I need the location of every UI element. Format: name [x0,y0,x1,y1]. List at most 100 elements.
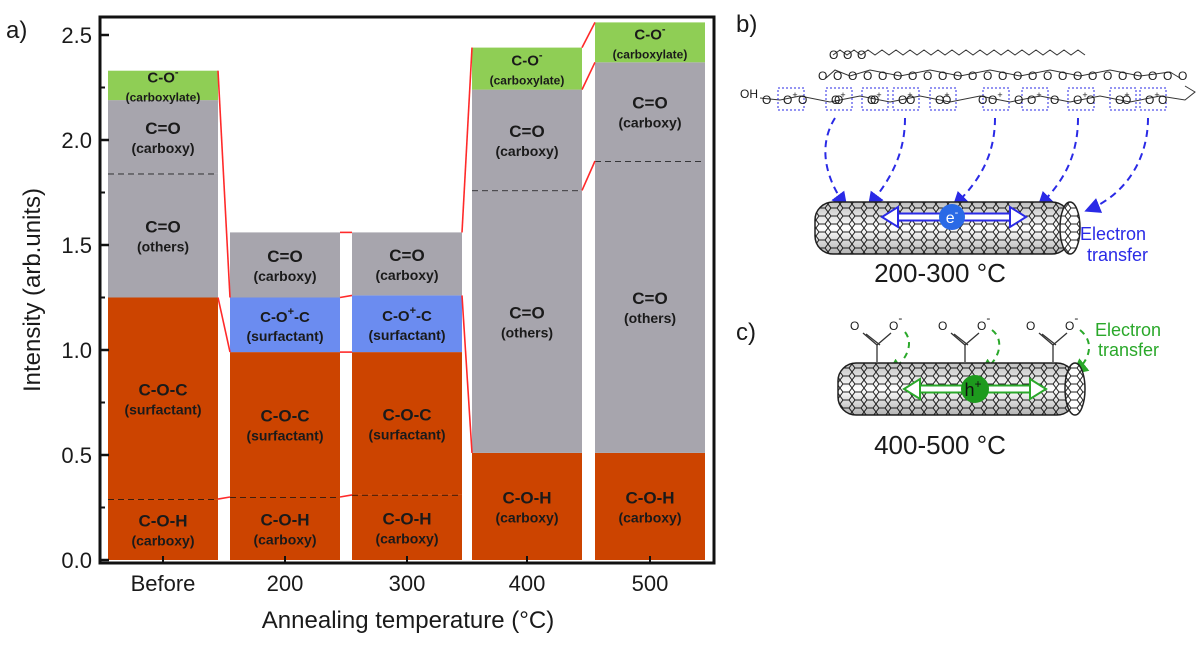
bar-segment [352,295,462,353]
segment-label: C=O [509,304,544,323]
chain-oxygen: O [1073,69,1082,83]
x-tick-label: 200 [267,571,304,596]
chain-oxygen: O [968,69,977,83]
chain-oxygen: O [1058,69,1067,83]
segment-sublabel: (carboxy) [618,509,681,525]
segment-label: C-O-H [260,511,309,530]
chain-oxygen: O [893,69,902,83]
chain-oxygen: O [863,69,872,83]
electron-transfer-label-c2: transfer [1098,340,1159,360]
segment-label: C-O- [147,66,179,86]
dashed-arrow [1084,117,1149,213]
chain-oxygen: O [829,48,838,62]
chain-oxygen: O [942,93,951,107]
y-tick-label: 0.0 [61,548,92,573]
surfactant-bottom-chain [759,85,1196,103]
y-axis-label: Intensity (arb.units) [19,188,46,392]
y-tick-label: 1.5 [61,233,92,258]
segment-label: C=O [389,246,424,265]
oxonium-box [1109,87,1137,111]
chain-oxygen: O [878,69,887,83]
bar-segment [595,452,705,560]
connector-line [461,47,473,233]
bar-segment [108,499,218,560]
dashed-arrow [824,117,848,209]
oxonium-box [1067,87,1095,111]
connector-line [339,294,353,299]
carbonyl-oxygen: O [850,319,859,333]
diagram-c-temperature: 400-500 °C [874,430,1006,460]
segment-label: C-O+-C [260,306,310,326]
oxonium-o: O+ [783,90,798,107]
panel-b-label: b) [736,11,757,38]
bond [950,332,966,346]
segment-sublabel: (carboxy) [253,268,316,284]
y-tick-label: 0.5 [61,443,92,468]
segment-sublabel: (others) [501,325,553,341]
chain-oxygen: O [857,48,866,62]
segment-sublabel: (carboxy) [618,115,681,131]
x-tick-label: Before [131,571,196,596]
dashed-arrow [952,117,996,208]
chain-oxygen: O [848,69,857,83]
bond [964,332,980,346]
bond [1038,332,1054,346]
segment-label: C-O-C [382,406,431,425]
connector-line [581,61,596,90]
connector-lines [217,22,596,500]
x-axis-label: Annealing temperature (°C) [262,607,554,634]
electron-transfer-label-c1: Electron [1095,320,1161,340]
diagram-b-temperature: 200-300 °C [874,258,1006,288]
bond [865,333,881,346]
chain-oxygen: O [1163,69,1172,83]
oxonium-o: O+ [1145,90,1160,107]
segment-label: C-O- [511,50,543,70]
segment-sublabel: (others) [137,239,189,255]
oxonium-box [892,87,920,111]
dashed-arrow [1037,117,1079,208]
segment-sublabel: (surfactant) [368,327,445,343]
bar-segment [108,100,218,174]
surfactant-top-chain [832,49,1086,56]
bond [1052,332,1068,346]
segment-label: C=O [632,289,667,308]
panel-a-label: a) [6,17,27,44]
oxonium-box [982,87,1010,111]
y-tick-label: 2.0 [61,128,92,153]
segment-sublabel: (carboxy) [375,267,438,283]
segment-label: C-O-C [138,380,187,399]
chain-oxygen: O [978,93,987,107]
oxonium-o: O+ [898,90,913,107]
oxonium-box [777,87,805,111]
y-tick-label: 1.0 [61,338,92,363]
bars-layer [108,22,705,560]
electron-transfer-arrows-b [824,117,1149,213]
electron-symbol: e- [946,207,959,227]
bond [862,332,878,346]
chain-oxygen: O [998,69,1007,83]
bar-segment [230,297,340,353]
surfactant-mid-chain [825,69,1181,79]
connector-line [217,496,231,500]
chain-oxygen: O [1050,93,1059,107]
segment-sublabel: (carboxy) [131,140,194,156]
oxonium-box [861,87,889,111]
bar-segment [472,452,582,560]
oxonium-box [825,87,853,111]
carbonyl-oxygen: O [1026,319,1035,333]
chain-oxygen: O [870,93,879,107]
segment-sublabel: (carboxy) [375,530,438,546]
chain-oxygen: O [1013,69,1022,83]
dashed-arrow [886,331,910,375]
carbonyl-oxygen: O [938,319,947,333]
segment-sublabel: (carboxylate) [490,74,565,88]
chain-oxygen: O [843,48,852,62]
bar-segment [108,297,218,500]
oxonium-o: O+ [988,90,1003,107]
x-tick-label: 500 [632,571,669,596]
